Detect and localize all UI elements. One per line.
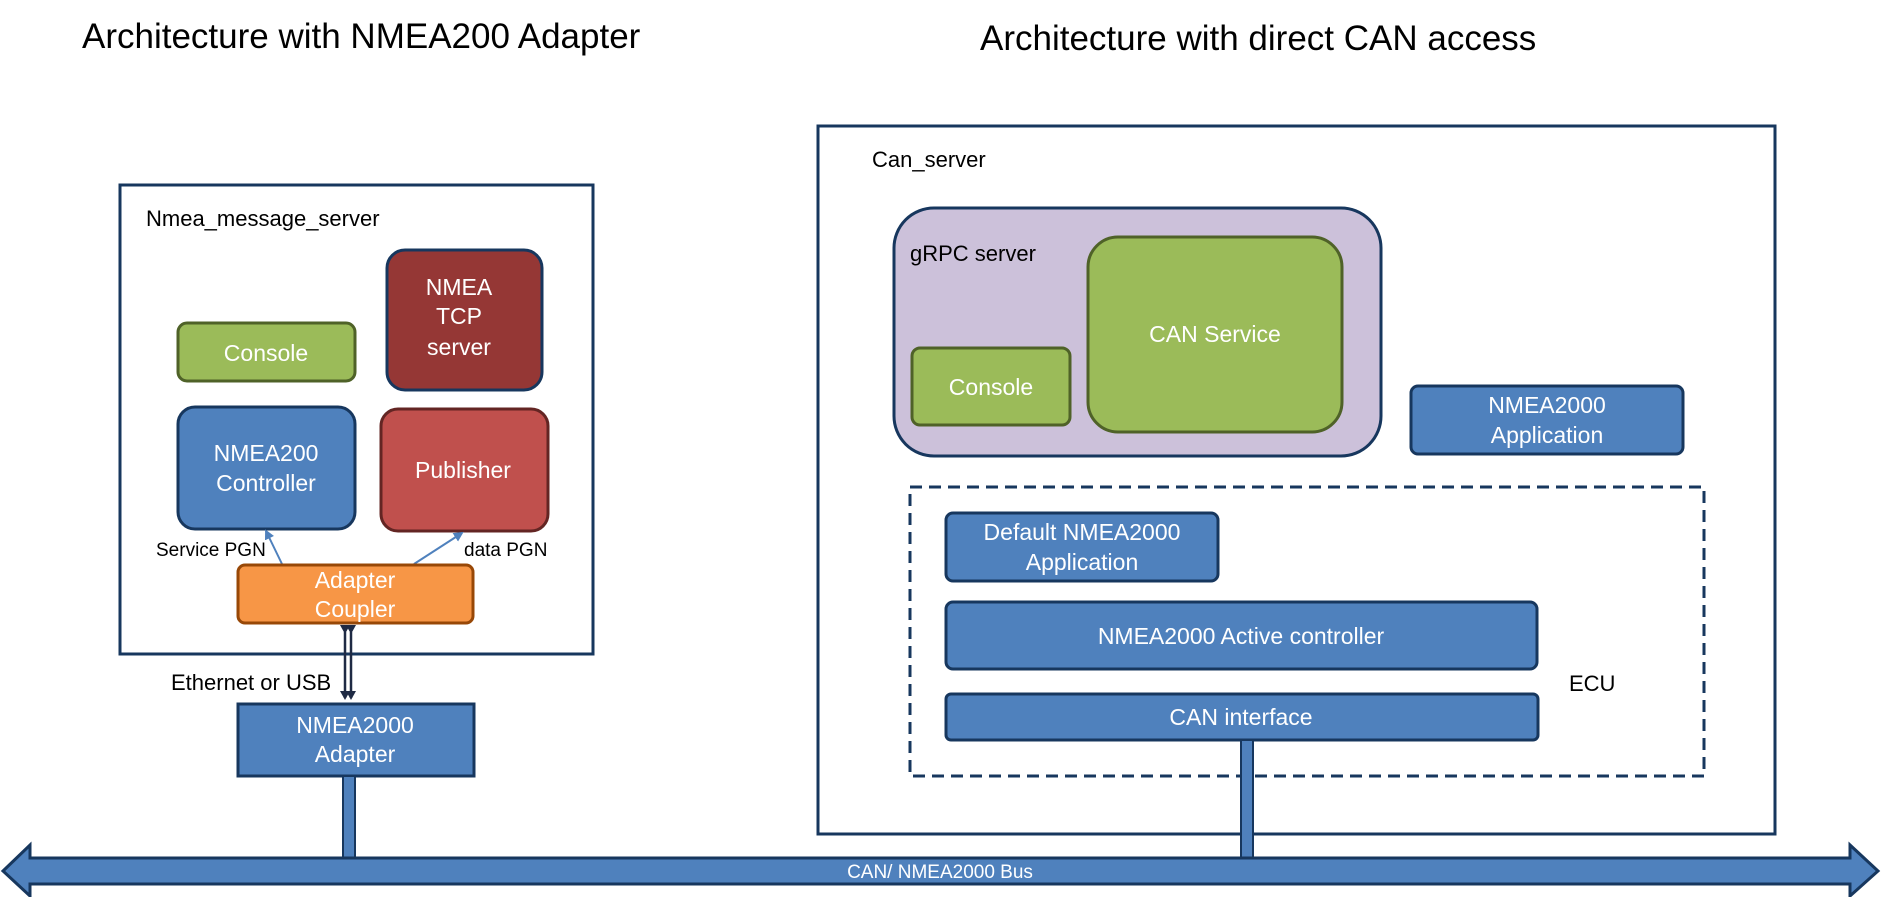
right-console-box: Console	[910, 346, 1072, 427]
default-application-box: Default NMEA2000 Application	[944, 511, 1220, 583]
adapter-line-1: NMEA2000	[296, 712, 414, 738]
nmea2000-adapter-box: NMEA2000 Adapter	[236, 702, 476, 778]
nmea-tcp-line-3: server	[427, 334, 491, 360]
nmea-tcp-line-1: NMEA	[426, 274, 493, 300]
can-nmea2000-bus: CAN/ NMEA2000 Bus	[0, 841, 1881, 900]
title-right: Architecture with direct CAN access	[980, 19, 1536, 58]
grpc-server-label: gRPC server	[910, 241, 1036, 266]
nmea2000-application-box: NMEA2000 Application	[1409, 384, 1685, 456]
active-controller-box: NMEA2000 Active controller	[944, 600, 1539, 671]
ecu-label: ECU	[1569, 671, 1615, 696]
can-service-label: CAN Service	[1149, 321, 1281, 347]
left-console-label: Console	[224, 340, 308, 366]
controller-line-2: Controller	[216, 470, 316, 496]
can-interface-bus-connector	[1240, 739, 1254, 860]
service-pgn-arrow	[264, 529, 283, 565]
active-controller-label: NMEA2000 Active controller	[1098, 623, 1385, 649]
default-app-line-1: Default NMEA2000	[984, 519, 1181, 545]
nmea-tcp-server-box: NMEA TCP server	[385, 248, 544, 392]
nmea-message-server-label: Nmea_message_server	[146, 206, 380, 231]
title-left: Architecture with NMEA200 Adapter	[82, 17, 641, 56]
can-service-box: CAN Service	[1086, 235, 1344, 434]
publisher-label: Publisher	[415, 457, 511, 483]
service-pgn-label: Service PGN	[156, 540, 266, 561]
adapter-coupler-box: Adapter Coupler	[236, 563, 475, 625]
application-line-2: Application	[1491, 422, 1604, 448]
ecu-boundary	[908, 485, 1706, 778]
adapter-bus-connector	[342, 775, 356, 860]
ethernet-usb-label: Ethernet or USB	[171, 670, 331, 695]
adapter-coupler-line-1: Adapter	[315, 567, 396, 593]
publisher-box: Publisher	[379, 407, 550, 533]
nmea-tcp-line-2: TCP	[436, 303, 482, 329]
adapter-coupler-line-2: Coupler	[315, 596, 396, 622]
right-console-label: Console	[949, 374, 1033, 400]
can-interface-label: CAN interface	[1169, 704, 1312, 730]
data-pgn-arrow	[413, 531, 464, 565]
default-app-line-2: Application	[1026, 549, 1139, 575]
adapter-line-2: Adapter	[315, 741, 396, 767]
controller-line-1: NMEA200	[214, 440, 319, 466]
nmea200-controller-box: NMEA200 Controller	[176, 405, 357, 531]
can-interface-box: CAN interface	[944, 692, 1540, 742]
can-server-label: Can_server	[872, 147, 986, 172]
application-line-1: NMEA2000	[1488, 392, 1606, 418]
left-console-box: Console	[176, 321, 357, 383]
data-pgn-label: data PGN	[464, 540, 547, 561]
bus-label: CAN/ NMEA2000 Bus	[847, 862, 1033, 883]
